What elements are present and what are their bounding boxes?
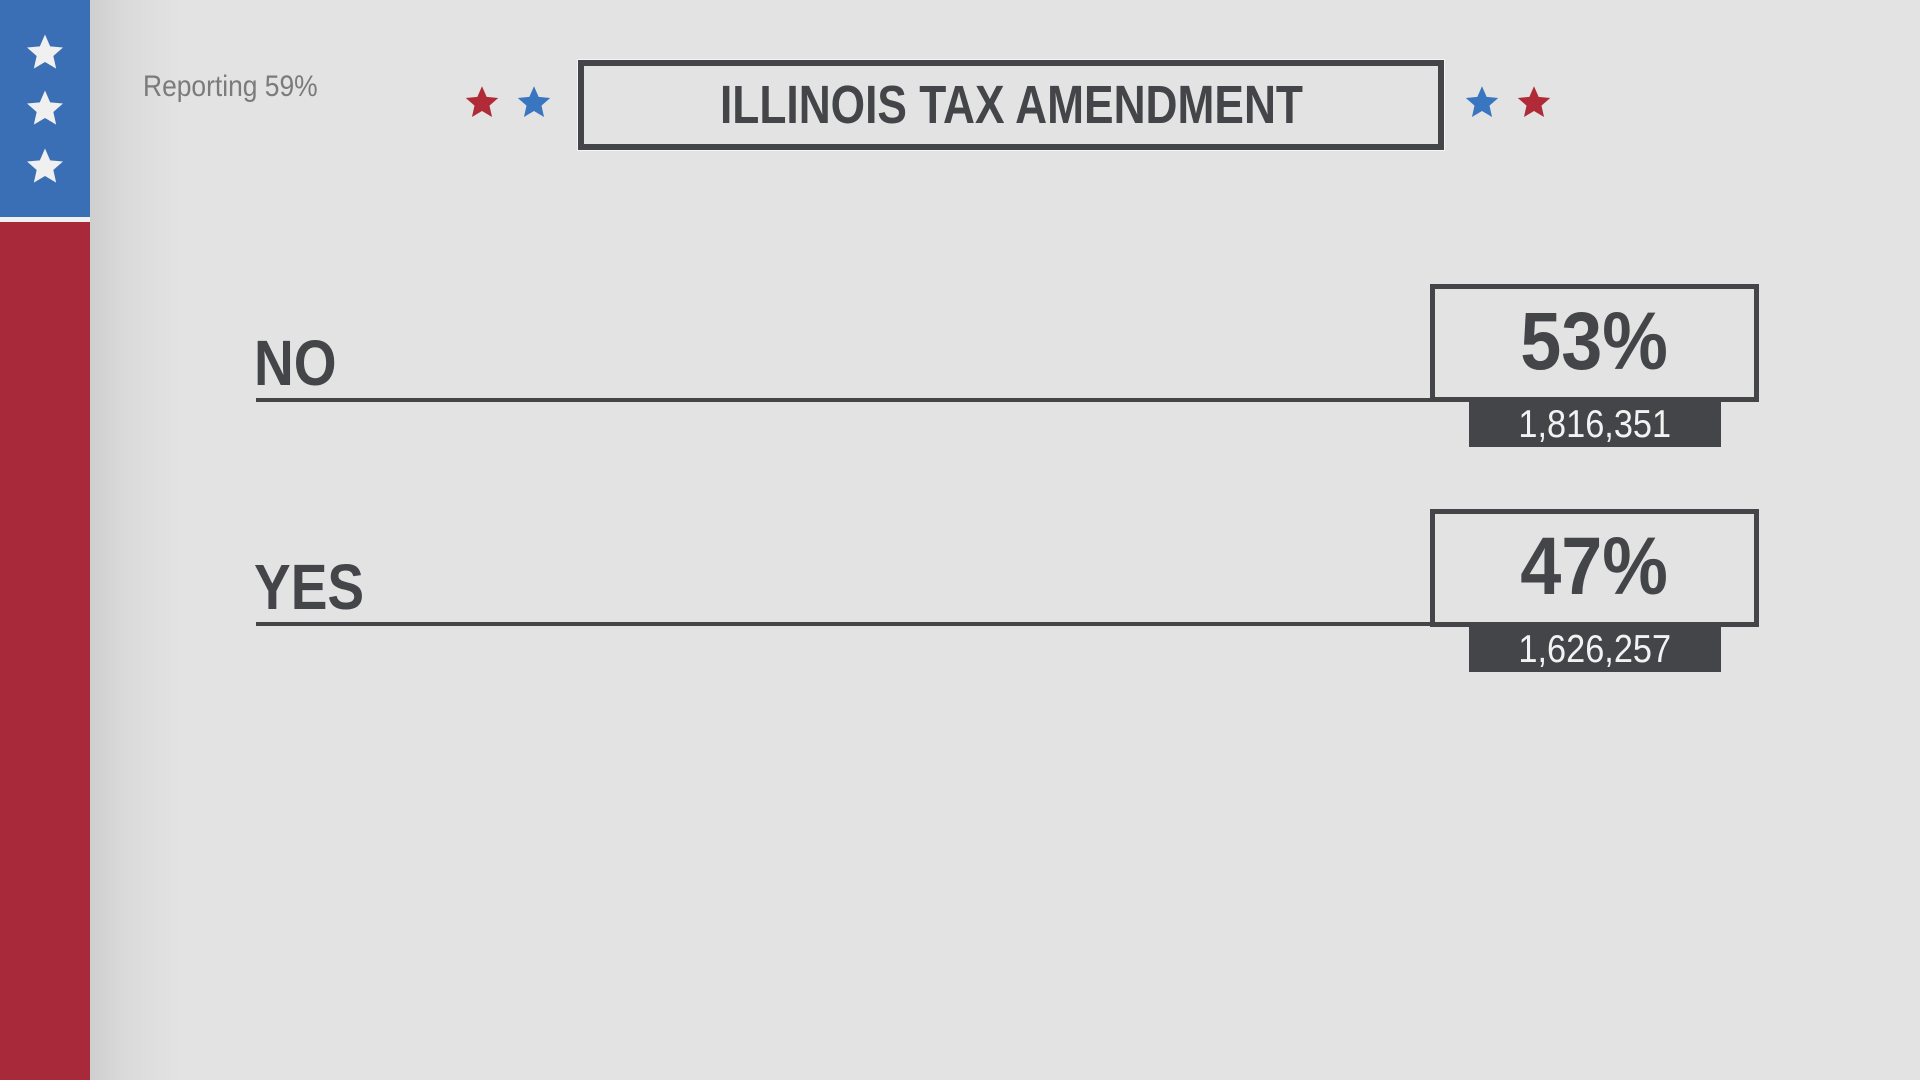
percent-box: 47% xyxy=(1430,509,1759,627)
flag-divider xyxy=(0,217,90,222)
option-underline xyxy=(256,398,1436,402)
option-underline xyxy=(256,622,1436,626)
percent-value: 47% xyxy=(1520,521,1669,612)
white-star-icon xyxy=(25,146,65,186)
page-title: ILLINOIS TAX AMENDMENT xyxy=(719,75,1303,135)
vote-count: 1,626,257 xyxy=(1518,628,1672,671)
vote-count-badge: 1,626,257 xyxy=(1469,627,1721,672)
blue-star-icon xyxy=(516,84,552,120)
red-star-icon xyxy=(464,84,500,120)
white-star-icon xyxy=(25,32,65,72)
vote-count: 1,816,351 xyxy=(1518,403,1672,446)
title-box: ILLINOIS TAX AMENDMENT xyxy=(578,60,1444,150)
white-star-icon xyxy=(25,88,65,128)
red-star-icon xyxy=(1516,84,1552,120)
option-label: YES xyxy=(254,551,365,623)
reporting-status: Reporting 59% xyxy=(143,70,318,103)
vote-count-badge: 1,816,351 xyxy=(1469,402,1721,447)
percent-box: 53% xyxy=(1430,284,1759,402)
flag-bar-shadow xyxy=(90,0,180,1080)
option-label: NO xyxy=(254,327,337,399)
flag-red-stripe xyxy=(0,222,90,1080)
blue-star-icon xyxy=(1464,84,1500,120)
percent-value: 53% xyxy=(1520,296,1669,387)
